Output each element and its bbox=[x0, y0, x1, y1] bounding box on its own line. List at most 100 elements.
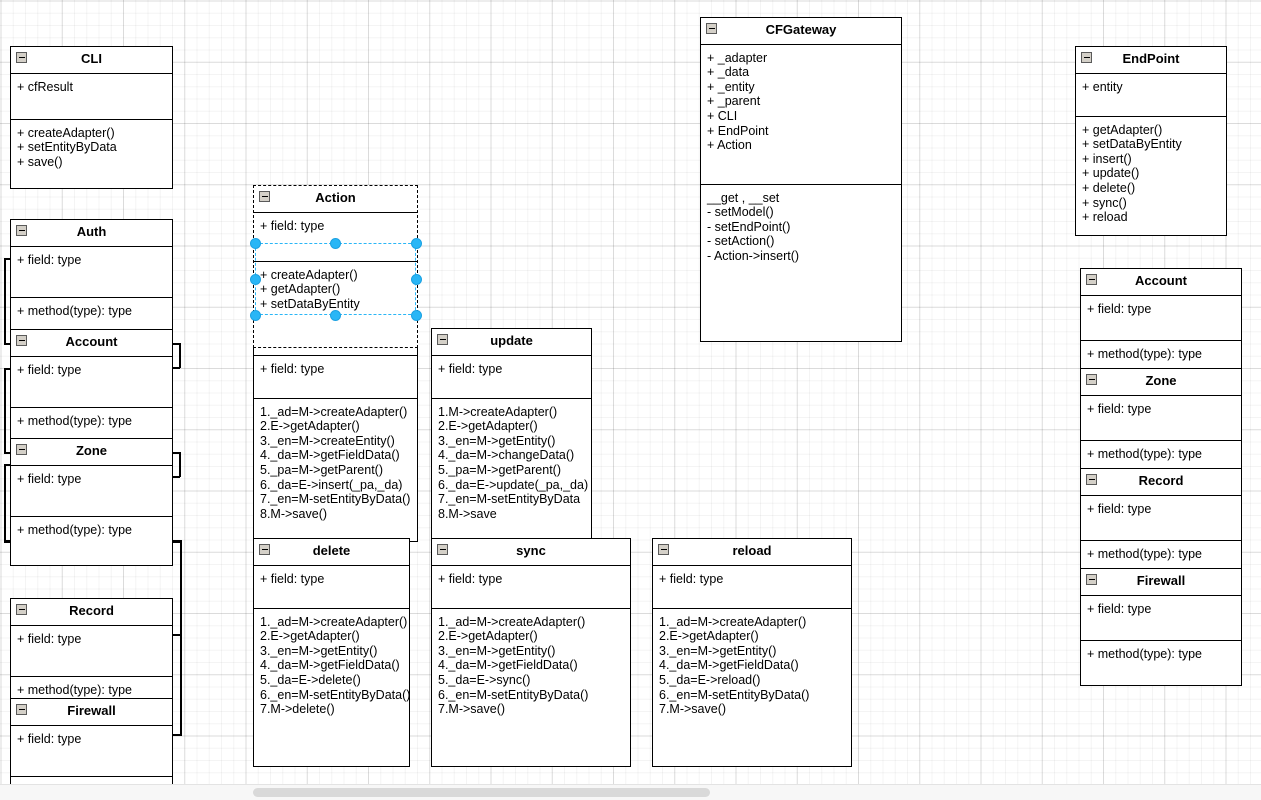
attributes-compartment-update[interactable]: + field: type bbox=[432, 355, 591, 399]
resize-handle-nw[interactable] bbox=[249, 237, 261, 249]
class-box-firewall-left[interactable]: Firewall+ field: type+ method(type): typ… bbox=[10, 698, 173, 800]
class-box-account-right[interactable]: Account+ field: type+ method(type): type bbox=[1080, 268, 1242, 386]
attributes-compartment-record-left[interactable]: + field: type bbox=[11, 625, 172, 677]
methods-compartment-sync[interactable]: 1._ad=M->createAdapter()2.E->getAdapter(… bbox=[432, 608, 630, 766]
resize-handle-se[interactable] bbox=[410, 309, 422, 321]
attributes-compartment-insert[interactable]: + field: type bbox=[254, 355, 417, 399]
collapse-minus-icon[interactable] bbox=[1086, 274, 1097, 285]
method-row: + setDataByEntity bbox=[1082, 137, 1182, 152]
attributes-compartment-delete[interactable]: + field: type bbox=[254, 565, 409, 609]
class-name: Account bbox=[1135, 273, 1187, 288]
method-row: + update() bbox=[1082, 166, 1140, 181]
collapse-minus-icon[interactable] bbox=[706, 23, 717, 34]
method-row: 3._en=M->getEntity() bbox=[438, 433, 556, 448]
methods-compartment-endpoint[interactable]: + getAdapter()+ setDataByEntity+ insert(… bbox=[1076, 116, 1226, 235]
attributes-compartment-cfgateway[interactable]: + _adapter+ _data+ _entity+ _parent+ CLI… bbox=[701, 44, 901, 185]
attributes-compartment-account-right[interactable]: + field: type bbox=[1081, 295, 1241, 341]
method-row: 5._pa=M->getParent() bbox=[438, 462, 561, 477]
collapse-minus-icon[interactable] bbox=[259, 544, 270, 555]
collapse-minus-icon[interactable] bbox=[16, 604, 27, 615]
method-row: 1._ad=M->createAdapter() bbox=[260, 404, 408, 419]
methods-compartment-action[interactable]: + createAdapter()+ getAdapter()+ setData… bbox=[254, 261, 417, 347]
connector-segment bbox=[180, 540, 182, 635]
attributes-compartment-auth[interactable]: + field: type bbox=[11, 246, 172, 298]
collapse-minus-icon[interactable] bbox=[437, 334, 448, 345]
method-row: 1._ad=M->createAdapter() bbox=[438, 614, 586, 629]
scrollbar-thumb[interactable] bbox=[253, 788, 710, 797]
methods-compartment-insert[interactable]: 1._ad=M->createAdapter()2.E->getAdapter(… bbox=[254, 398, 417, 541]
attributes-compartment-record-right[interactable]: + field: type bbox=[1081, 495, 1241, 541]
method-row: + delete() bbox=[1082, 180, 1136, 195]
methods-compartment-zone-left[interactable]: + method(type): type bbox=[11, 516, 172, 565]
collapse-minus-icon[interactable] bbox=[259, 191, 270, 202]
resize-handle-w[interactable] bbox=[249, 273, 261, 285]
attributes-compartment-zone-right[interactable]: + field: type bbox=[1081, 395, 1241, 441]
attributes-compartment-action[interactable]: + field: type bbox=[254, 212, 417, 262]
class-header-sync: sync bbox=[432, 539, 630, 566]
methods-compartment-delete[interactable]: 1._ad=M->createAdapter()2.E->getAdapter(… bbox=[254, 608, 410, 766]
methods-compartment-cli[interactable]: + createAdapter()+ setEntityByData+ save… bbox=[11, 119, 172, 188]
class-box-cli[interactable]: CLI+ cfResult+ createAdapter()+ setEntit… bbox=[10, 46, 173, 189]
collapse-minus-icon[interactable] bbox=[1086, 574, 1097, 585]
methods-compartment-firewall-right[interactable]: + method(type): type bbox=[1081, 640, 1241, 685]
class-header-cfgateway: CFGateway bbox=[701, 18, 901, 45]
collapse-minus-icon[interactable] bbox=[16, 704, 27, 715]
attributes-compartment-firewall-right[interactable]: + field: type bbox=[1081, 595, 1241, 641]
class-name: CFGateway bbox=[765, 22, 837, 37]
class-box-insert[interactable]: insert+ field: type1._ad=M->createAdapte… bbox=[253, 328, 418, 542]
method-row: + reload bbox=[1082, 210, 1128, 225]
class-header-zone-left: Zone bbox=[11, 439, 172, 466]
methods-compartment-cfgateway[interactable]: __get , __set- setModel()- setEndPoint()… bbox=[701, 184, 901, 341]
collapse-minus-icon[interactable] bbox=[16, 335, 27, 346]
attributes-compartment-sync[interactable]: + field: type bbox=[432, 565, 630, 609]
connector-segment bbox=[179, 452, 181, 477]
resize-handle-sw[interactable] bbox=[249, 309, 261, 321]
method-row: 4._da=M->getFieldData() bbox=[659, 658, 799, 673]
class-box-zone-left[interactable]: Zone + field: type + method(type): type bbox=[10, 438, 173, 566]
attributes-compartment-account-left[interactable]: + field: type bbox=[11, 356, 172, 408]
attribute-row: + _data bbox=[707, 65, 750, 80]
attributes-compartment-endpoint[interactable]: + entity bbox=[1076, 73, 1226, 117]
class-name: Zone bbox=[1145, 373, 1177, 388]
resize-handle-s[interactable] bbox=[330, 309, 341, 321]
collapse-minus-icon[interactable] bbox=[16, 52, 27, 63]
attribute-row: + field: type bbox=[1087, 501, 1152, 516]
class-box-auth[interactable]: Auth+ field: type+ method(type): type bbox=[10, 219, 173, 347]
class-box-action[interactable]: Action + field: type+ createAdapter()+ ge… bbox=[253, 185, 418, 348]
attribute-row: + field: type bbox=[1087, 601, 1152, 616]
resize-handle-ne[interactable] bbox=[410, 237, 422, 249]
collapse-minus-icon[interactable] bbox=[1081, 52, 1092, 63]
class-box-sync[interactable]: sync + field: type 1._ad=M->createAdapter(… bbox=[431, 538, 631, 767]
attributes-compartment-firewall-left[interactable]: + field: type bbox=[11, 725, 172, 777]
class-name: Action bbox=[315, 190, 356, 205]
resize-handle-n[interactable] bbox=[330, 237, 341, 249]
class-box-endpoint[interactable]: EndPoint+ entity+ getAdapter()+ setDataB… bbox=[1075, 46, 1227, 236]
horizontal-scrollbar[interactable] bbox=[0, 784, 1261, 800]
attributes-compartment-cli[interactable]: + cfResult bbox=[11, 73, 172, 120]
attributes-compartment-zone-left[interactable]: + field: type bbox=[11, 465, 172, 517]
class-box-cfgateway[interactable]: CFGateway + _adapter+ _data+ _entity+ _pa… bbox=[700, 17, 902, 342]
method-row: 7._en=M-setEntityByData() bbox=[260, 492, 411, 507]
methods-compartment-reload[interactable]: 1._ad=M->createAdapter()2.E->getAdapter(… bbox=[653, 608, 851, 766]
attribute-row: + CLI bbox=[707, 108, 738, 123]
methods-compartment-update[interactable]: 1.M->createAdapter()2.E->getAdapter()3._… bbox=[432, 398, 591, 541]
collapse-minus-icon[interactable] bbox=[437, 544, 448, 555]
attributes-compartment-reload[interactable]: + field: type bbox=[653, 565, 851, 609]
method-row: 8.M->save() bbox=[260, 506, 328, 521]
collapse-minus-icon[interactable] bbox=[16, 225, 27, 236]
method-row: + method(type): type bbox=[17, 522, 132, 537]
class-header-action: Action bbox=[254, 186, 417, 213]
collapse-minus-icon[interactable] bbox=[16, 444, 27, 455]
resize-handle-e[interactable] bbox=[410, 273, 422, 285]
method-row: + method(type): type bbox=[17, 303, 132, 318]
collapse-minus-icon[interactable] bbox=[1086, 474, 1097, 485]
attribute-row: + field: type bbox=[17, 471, 82, 486]
collapse-minus-icon[interactable] bbox=[658, 544, 669, 555]
class-box-firewall-right[interactable]: Firewall+ field: type+ method(type): typ… bbox=[1080, 568, 1242, 686]
collapse-minus-icon[interactable] bbox=[1086, 374, 1097, 385]
attribute-row: + field: type bbox=[438, 571, 503, 586]
